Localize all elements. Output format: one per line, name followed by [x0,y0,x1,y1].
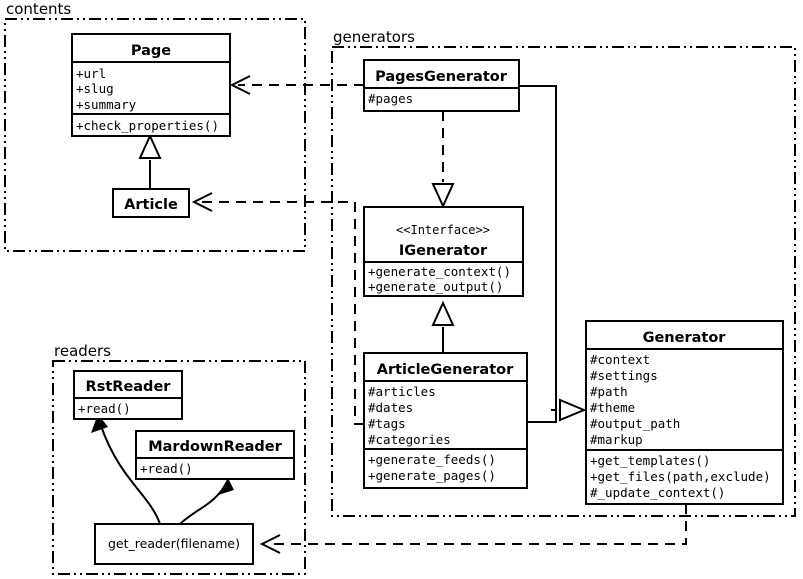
class-generator-attribute: #path [590,384,628,399]
relationship-pagesgenerator-to-page [229,75,364,95]
class-page-title: Page [131,43,171,59]
generalization-arrowhead-igenerator-2 [431,300,455,326]
package-contents-label: contents [6,0,71,18]
class-generator-method: #_update_context() [590,485,725,500]
class-page-attribute: +slug [76,81,114,96]
relationship-getreader-to-rstreader [91,414,161,525]
uses-arrowhead-mardownreader [218,478,234,495]
class-rstreader-title: RstReader [86,379,172,395]
class-generator-title: Generator [643,330,727,346]
class-rstreader[interactable]: RstReader +read() [73,370,183,420]
class-pagesgenerator-box[interactable] [363,59,520,112]
class-igenerator-stereotype: <<Interface>> [396,223,490,237]
uses-line-getreader-mardownreader [179,489,223,525]
class-pagesgenerator-title: PagesGenerator [375,69,508,85]
dependency-line-articlegenerator-article [200,201,364,425]
package-generators-border [331,46,796,517]
relationship-generators-to-generator [519,85,587,423]
class-mardownreader-method: +read() [140,461,193,476]
class-articlegenerator[interactable]: ArticleGenerator #articles #dates #tags … [363,352,528,489]
class-rstreader-box[interactable] [73,370,183,420]
function-get-reader-label: get_reader(filename) [108,536,240,551]
class-page-attribute: +summary [76,97,137,112]
class-generator[interactable]: Generator #context #settings #path #them… [585,320,784,505]
relationship-articlegenerator-to-article [191,192,364,425]
function-get-reader[interactable]: get_reader(filename) [94,523,254,565]
class-igenerator-method: +generate_output() [368,279,503,294]
relationship-articlegenerator-to-igenerator [431,300,455,353]
package-contents-border [4,18,306,252]
class-articlegenerator-attribute: #tags [368,416,406,431]
package-generators: generators [331,28,796,517]
class-mardownreader-box[interactable] [135,430,295,480]
class-mardownreader-title: MardownReader [148,439,282,455]
dependency-arrowhead-article [191,192,213,212]
realization-arrowhead-igenerator [431,183,455,209]
class-generator-attribute: #settings [590,368,658,383]
class-articlegenerator-attribute: #dates [368,400,413,415]
uses-arrowhead-rstreader [91,414,108,433]
relationship-generator-to-getreader [259,504,687,554]
class-articlegenerator-box[interactable] [363,352,528,489]
class-igenerator-method: +generate_context() [368,264,511,279]
class-generator-box[interactable] [585,320,784,505]
dependency-arrowhead-page [229,75,251,95]
class-article[interactable]: Article [112,188,190,218]
uses-line-getreader-rstreader [100,425,161,525]
package-readers-label: readers [54,342,111,360]
class-igenerator[interactable]: <<Interface>> IGenerator +generate_conte… [363,206,524,297]
class-igenerator-title: IGenerator [399,243,488,259]
function-get-reader-box[interactable] [94,523,254,565]
relationship-article-to-page [138,133,162,191]
relationship-getreader-to-mardownreader [179,478,234,525]
class-articlegenerator-attribute: #articles [368,384,436,399]
class-articlegenerator-title: ArticleGenerator [377,362,514,378]
class-generator-attribute: #markup [590,432,643,447]
package-contents: contents [4,0,306,252]
class-articlegenerator-method: +generate_pages() [368,468,496,483]
class-generator-attribute: #context [590,352,650,367]
class-generator-attribute: #theme [590,400,635,415]
generalization-arrowhead-generator [559,398,587,422]
class-article-box[interactable] [112,188,190,218]
class-pagesgenerator-attribute: #pages [368,91,413,106]
package-readers: readers [52,342,306,575]
class-mardownreader[interactable]: MardownReader +read() [135,430,295,480]
generalization-line-pagesgenerator-generator [519,85,557,411]
dependency-arrowhead-getreader [259,534,281,554]
class-page-attribute: +url [76,66,106,81]
package-generators-label: generators [333,28,415,46]
class-page-box[interactable] [71,33,231,137]
class-igenerator-box[interactable] [363,206,524,297]
class-article-title: Article [124,197,178,213]
dependency-line-generator-getreader [268,504,687,545]
generalization-arrowhead-page [138,133,162,159]
class-rstreader-method: +read() [78,401,131,416]
class-generator-method: +get_files(path,exclude) [590,469,771,484]
generalization-line-articlegenerator-generator [527,410,557,423]
class-articlegenerator-attribute: #categories [368,432,451,447]
class-page-method: +check_properties() [76,118,219,133]
class-generator-attribute: #output_path [590,416,680,431]
package-readers-border [52,360,306,575]
class-pagesgenerator[interactable]: PagesGenerator #pages [363,59,520,112]
class-generator-method: +get_templates() [590,453,710,468]
relationship-pagesgenerator-to-igenerator [431,111,455,209]
class-articlegenerator-method: +generate_feeds() [368,452,496,467]
class-page[interactable]: Page +url +slug +summary +check_properti… [71,33,231,137]
